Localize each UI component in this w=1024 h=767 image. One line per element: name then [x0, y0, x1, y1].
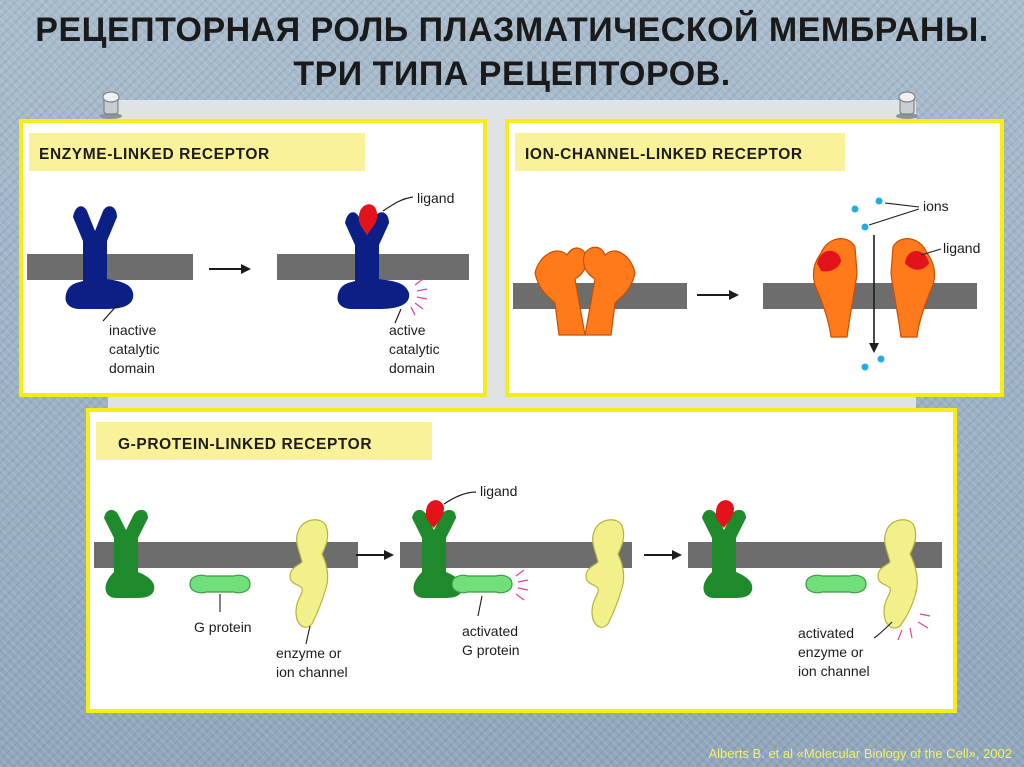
active-label-1: active	[389, 322, 426, 338]
inactive-label-1: inactive	[109, 322, 157, 338]
leader-line	[873, 621, 893, 639]
g-protein	[189, 574, 251, 594]
arrow-icon	[209, 264, 251, 274]
ion-channel-linked-receptor-panel: ION-CHANNEL-LINKED RECEPTOR	[505, 119, 1004, 397]
ions-icon	[851, 197, 885, 371]
inactive-label-2: catalytic	[109, 341, 160, 357]
membrane	[763, 283, 977, 309]
leader-line	[394, 308, 402, 324]
ligand	[425, 500, 444, 528]
arrow-icon	[356, 550, 394, 560]
inactive-label-3: domain	[109, 360, 155, 376]
ligand-label: ligand	[480, 483, 517, 499]
activation-spark-icon	[410, 278, 428, 316]
activation-spark-icon	[515, 569, 529, 601]
enzyme-linked-receptor-panel: ENZYME-LINKED RECEPTOR inactive catalyti…	[19, 119, 487, 397]
effector-label-2: ion channel	[276, 664, 348, 680]
arrow-icon	[697, 290, 739, 300]
leader-line	[443, 491, 477, 505]
slide-title-line-1: РЕЦЕПТОРНАЯ РОЛЬ ПЛАЗМАТИЧЕСКОЙ МЕМБРАНЫ…	[35, 11, 989, 49]
citation: Alberts B. et al «Molecular Biology of t…	[708, 746, 1012, 761]
inactive-enzyme-receptor	[65, 206, 134, 309]
panel-header-bg	[29, 133, 365, 171]
active-label-3: domain	[389, 360, 435, 376]
activated-g-protein-label-2: G protein	[462, 642, 520, 658]
leader-line	[477, 595, 483, 617]
g-protein-receptor	[412, 509, 463, 598]
g-protein-linked-receptor-panel: G-PROTEIN-LINKED RECEPTOR G protein enzy…	[86, 408, 957, 713]
ions-label: ions	[923, 198, 949, 214]
slide-title: РЕЦЕПТОРНАЯ РОЛЬ ПЛАЗМАТИЧЕСКОЙ МЕМБРАНЫ…	[0, 8, 1024, 96]
active-label-2: catalytic	[389, 341, 440, 357]
activated-effector-label-1: activated	[798, 625, 854, 641]
leader-line	[102, 302, 120, 322]
panel-header-bg	[515, 133, 845, 171]
activated-effector-label-2: enzyme or	[798, 644, 864, 660]
activated-g-protein	[451, 574, 513, 594]
panel-header-bg	[96, 422, 432, 460]
g-protein	[805, 574, 867, 594]
ligand	[817, 250, 841, 272]
ligand	[905, 251, 929, 270]
leader-line	[382, 196, 414, 212]
activated-effector-label-3: ion channel	[798, 663, 870, 679]
panel-header: ION-CHANNEL-LINKED RECEPTOR	[525, 146, 803, 163]
activation-spark-icon	[897, 613, 931, 641]
leader-line	[920, 248, 942, 256]
ligand-label: ligand	[417, 190, 454, 206]
active-enzyme-receptor	[337, 212, 410, 309]
activated-effector-enzyme	[877, 519, 918, 629]
closed-ion-channel	[534, 246, 636, 336]
activated-g-protein-label-1: activated	[462, 623, 518, 639]
arrow-icon	[644, 550, 682, 560]
slide-title-line-2: ТРИ ТИПА РЕЦЕПТОРОВ.	[293, 55, 731, 93]
effector-enzyme	[289, 519, 329, 628]
panel-header: G-PROTEIN-LINKED RECEPTOR	[118, 436, 372, 453]
g-protein-receptor	[702, 509, 753, 598]
ligand	[715, 500, 734, 528]
panel-header: ENZYME-LINKED RECEPTOR	[39, 146, 270, 163]
ligand	[358, 204, 378, 235]
ligand-label: ligand	[943, 240, 980, 256]
leader-line	[868, 202, 920, 226]
ion-flow-arrow-icon	[869, 235, 879, 353]
g-protein-label: G protein	[194, 619, 252, 635]
pushpin-icon	[896, 91, 918, 119]
g-protein-receptor	[104, 509, 155, 598]
membrane	[27, 254, 193, 280]
effector-label-1: enzyme or	[276, 645, 342, 661]
pushpin-icon	[100, 91, 122, 119]
leader-line	[305, 625, 311, 645]
effector-enzyme	[585, 519, 625, 628]
